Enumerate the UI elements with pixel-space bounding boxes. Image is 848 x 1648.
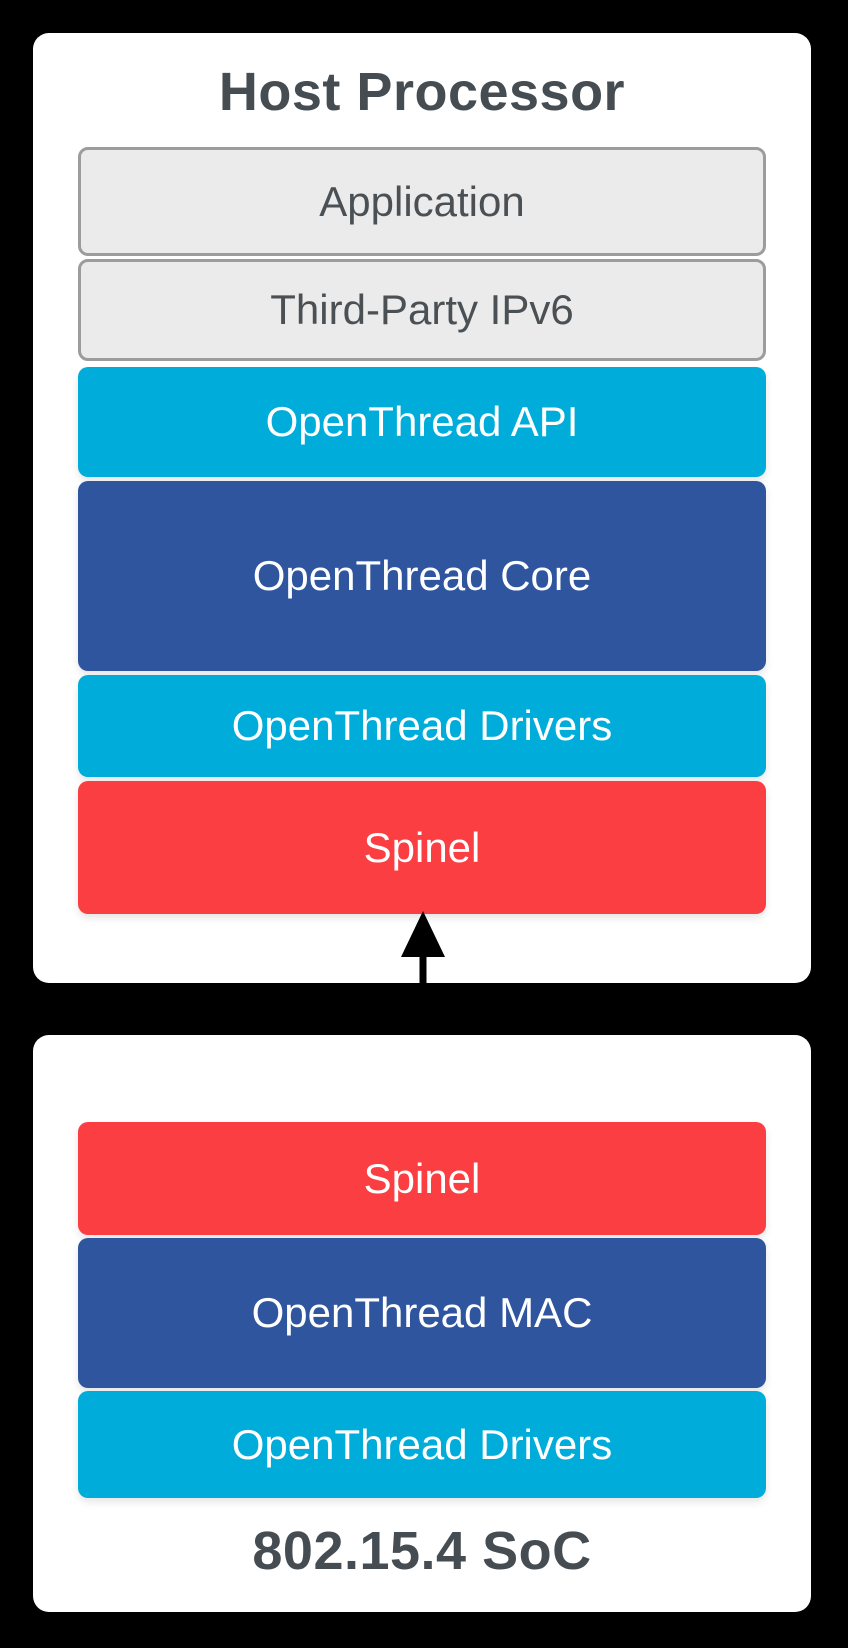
layer-label: OpenThread MAC — [251, 1289, 593, 1336]
layer-application: Application — [78, 147, 766, 256]
layer-third-party-ipv6: Third-Party IPv6 — [78, 259, 766, 361]
layer-label: OpenThread Core — [252, 552, 592, 599]
layer-openthread-drivers-soc: OpenThread Drivers — [78, 1391, 766, 1498]
soc-layer-stack: Spinel OpenThread MAC OpenThread Drivers — [78, 1122, 766, 1498]
layer-label: Third-Party IPv6 — [270, 286, 574, 333]
layer-openthread-core: OpenThread Core — [78, 481, 766, 671]
host-layer-stack: Application Third-Party IPv6 OpenThread … — [78, 147, 766, 914]
layer-openthread-drivers-host: OpenThread Drivers — [78, 675, 766, 777]
layer-label: Spinel — [363, 823, 481, 871]
host-panel-title: Host Processor — [218, 62, 626, 122]
host-processor-panel: Host Processor Application Third-Party I… — [33, 33, 811, 983]
layer-label: OpenThread Drivers — [231, 702, 613, 749]
layer-label: OpenThread API — [265, 398, 579, 445]
layer-spinel-host: Spinel — [78, 781, 766, 914]
layer-label: OpenThread Drivers — [231, 1420, 613, 1468]
soc-panel: Spinel OpenThread MAC OpenThread Drivers… — [33, 1035, 811, 1612]
layer-spinel-soc: Spinel — [78, 1122, 766, 1235]
layer-label: Spinel — [363, 1154, 481, 1202]
layer-openthread-api: OpenThread API — [78, 367, 766, 477]
layer-openthread-mac: OpenThread MAC — [78, 1238, 766, 1388]
layer-label: Application — [319, 177, 525, 225]
soc-panel-title: 802.15.4 SoC — [252, 1521, 592, 1581]
